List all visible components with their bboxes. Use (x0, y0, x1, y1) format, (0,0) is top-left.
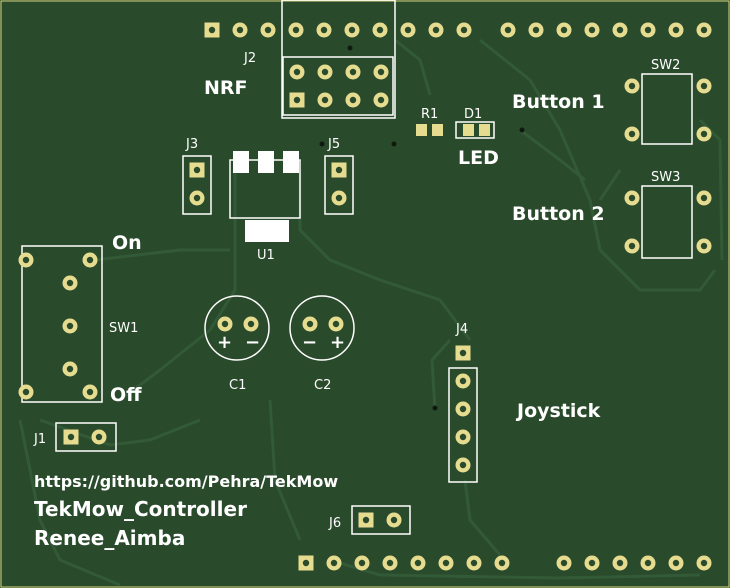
c1-label: C1 (229, 378, 246, 393)
sw1-label: SW1 (109, 321, 138, 336)
sw3-label: SW3 (651, 170, 680, 185)
joystick-label: Joystick (515, 400, 601, 422)
j5-label: J5 (327, 137, 340, 152)
repo-url: https://github.com/Pehra/TekMow (34, 472, 338, 491)
j3-label: J3 (185, 137, 198, 152)
j6-header (351, 505, 411, 535)
r1-resistor (416, 124, 443, 136)
j4-joystick-header (448, 345, 478, 483)
u1-label: U1 (257, 248, 275, 263)
c1-minus-label: − (245, 332, 260, 353)
j2-label: J2 (243, 51, 256, 66)
j3-header (182, 155, 212, 215)
c1-plus-label: + (217, 332, 232, 353)
sw2-button (624, 73, 712, 145)
j6-label: J6 (328, 516, 341, 531)
c1-capacitor (204, 295, 270, 361)
d1-led (455, 121, 495, 139)
j5-header (324, 155, 354, 215)
sw2-label: SW2 (651, 58, 680, 73)
project-name: TekMow_Controller (34, 497, 247, 521)
c2-capacitor (289, 295, 355, 361)
c2-plus-label: + (330, 332, 345, 353)
button1-label: Button 1 (512, 91, 605, 113)
c2-minus-label: − (302, 332, 317, 353)
led-label: LED (458, 147, 499, 169)
c2-label: C2 (314, 378, 331, 393)
button2-label: Button 2 (512, 203, 605, 225)
vias (319, 45, 525, 411)
sw1-power-switch (18, 245, 103, 403)
j1-header (55, 422, 117, 452)
r1-label: R1 (421, 107, 438, 122)
j2-nrf-connector (281, 0, 396, 119)
j4-label: J4 (455, 322, 468, 337)
sw3-button (624, 185, 712, 259)
j1-label: J1 (33, 432, 46, 447)
copper-traces (18, 38, 724, 587)
d1-label: D1 (464, 107, 482, 122)
off-label: Off (110, 384, 142, 406)
nrf-label: NRF (204, 77, 248, 99)
on-label: On (112, 232, 142, 254)
u1-regulator (229, 151, 301, 242)
top-header-pins (204, 22, 712, 38)
author-name: Renee_Aimba (34, 526, 185, 550)
bottom-header-pins (298, 555, 712, 571)
